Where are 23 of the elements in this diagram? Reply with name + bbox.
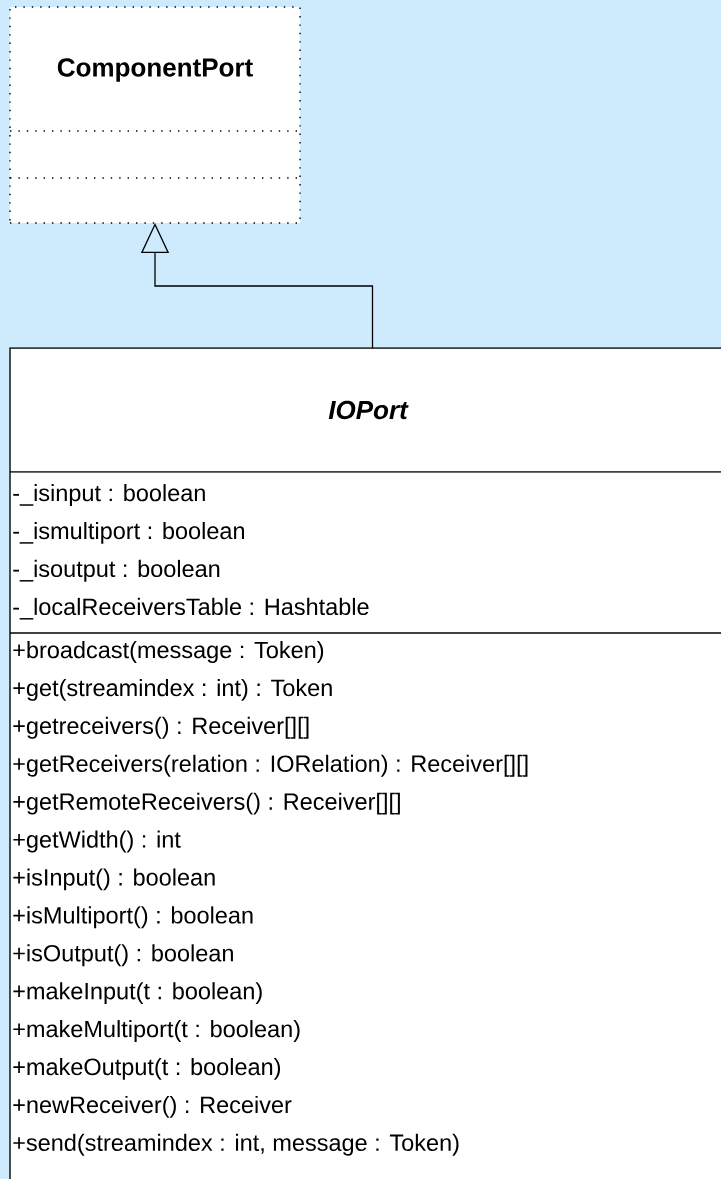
operation-text: +getRemoteReceivers() : Receiver[][] (13, 792, 400, 815)
operation-text: +isInput() : boolean (13, 868, 215, 891)
operation-text: +makeOutput(t : boolean) (13, 1057, 281, 1080)
operation-text: +getReceivers(relation : IORelation) : Receiver[][] (13, 754, 528, 777)
operation-text: +makeInput(t : boolean) (13, 982, 262, 1005)
operation-text: +isOutput() : boolean (13, 944, 233, 967)
operation-text: +send(streamindex : int, message : Token) (13, 1133, 459, 1156)
class-box (9, 6, 301, 224)
operation-text: +makeMultiport(t : boolean) (13, 1020, 300, 1042)
operation-text: +getreceivers() : Receiver[][] (13, 716, 309, 739)
generalization-arrow (140, 223, 374, 349)
attribute-text: -_ismultiport : boolean (13, 521, 244, 544)
operation-text: +broadcast(message : Token) (13, 641, 324, 663)
operation-text: +get(streamindex : int) : Token (13, 678, 332, 701)
operation-text: +newReceiver() : Receiver (13, 1095, 292, 1118)
class-name: ComponentPort (57, 58, 253, 82)
operation-text: +getWidth() : int (13, 830, 181, 853)
attribute-text: -_localReceiversTable : Hashtable (13, 597, 369, 620)
class-box (9, 347, 721, 1179)
operation-text: +isMultiport() : boolean (13, 906, 253, 929)
attribute-text: -_isoutput : boolean (13, 559, 220, 582)
class-name: IOPort (328, 400, 409, 420)
attribute-text: -_isinput : boolean (13, 484, 205, 506)
